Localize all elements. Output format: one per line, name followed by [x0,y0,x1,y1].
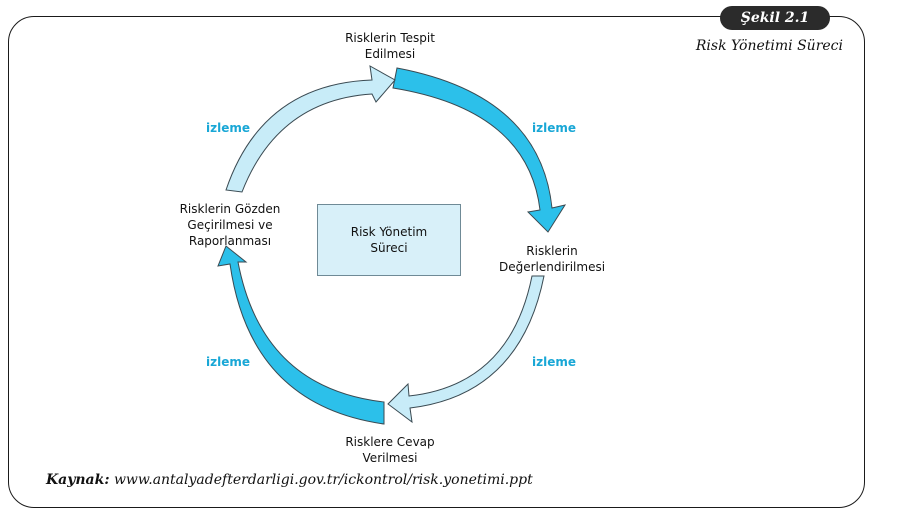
step-assess-line2: Değerlendirilmesi [498,260,606,274]
monitor-label-bottom-right: izleme [532,355,576,369]
arrow-review [217,245,385,425]
step-identify-line2: Edilmesi [364,47,416,61]
step-review: Risklerin Gözden Geçirilmesi ve Raporlan… [160,201,300,249]
center-label-line1: Risk Yönetim [350,225,428,239]
step-review-line3: Raporlanması [188,234,272,248]
step-respond: Risklere Cevap Verilmesi [320,434,460,466]
center-label-line2: Süreci [370,241,408,255]
step-review-line1: Risklerin Gözden [179,202,281,216]
step-review-line2: Geçirilmesi ve [187,218,273,232]
step-assess-line1: Risklerin [526,244,578,258]
step-respond-line2: Verilmesi [362,451,418,465]
source-prefix: Kaynak: [46,472,110,488]
figure-title: Risk Yönetimi Süreci [695,38,843,54]
monitor-label-top-right: izleme [532,121,576,135]
source-citation: Kaynak: www.antalyadefterdarligi.gov.tr/… [46,472,533,488]
arrow-assess [392,67,567,233]
monitor-label-top-left: izleme [206,121,250,135]
arrow-respond [387,275,545,424]
step-identify-line1: Risklerin Tespit [345,31,435,45]
figure-badge: Şekil 2.1 [720,6,830,30]
arrow-identify [225,65,396,193]
figure-frame [8,16,865,508]
center-box: Risk Yönetim Süreci [317,204,461,276]
monitor-label-bottom-left: izleme [206,355,250,369]
step-assess: Risklerin Değerlendirilmesi [486,243,618,275]
source-url: www.antalyadefterdarligi.gov.tr/ickontro… [113,472,533,488]
step-respond-line1: Risklere Cevap [345,435,435,449]
step-identify: Risklerin Tespit Edilmesi [320,30,460,62]
